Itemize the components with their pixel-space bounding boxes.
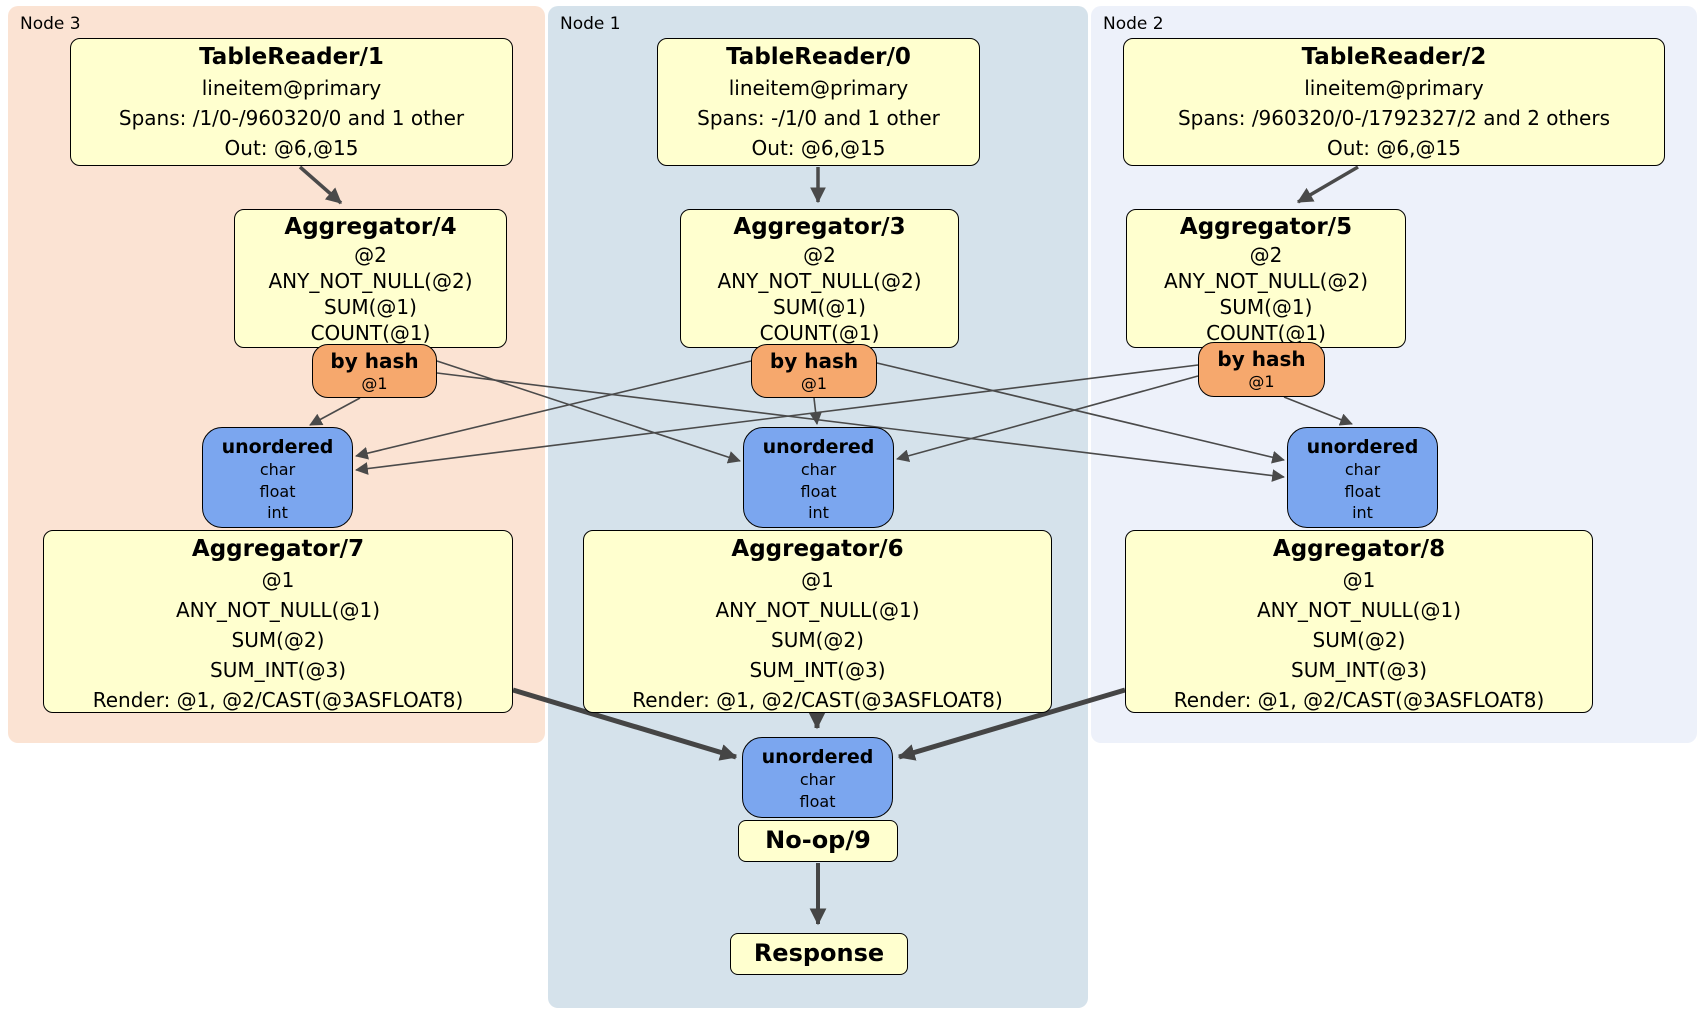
tablereader1-title: TableReader/1 [199, 44, 384, 70]
unordered-sync-node1-label: unordered [762, 436, 875, 458]
sync-stream-type: float [799, 791, 836, 811]
node3-label: Node 3 [20, 14, 81, 34]
aggregator3-fn1: ANY_NOT_NULL(@2) [717, 269, 922, 293]
aggregator8-box: Aggregator/8 @1 ANY_NOT_NULL(@1) SUM(@2)… [1125, 530, 1593, 713]
unordered-sync-node3-label: unordered [221, 436, 334, 458]
hash-router-node3: by hash @1 [312, 344, 437, 398]
sync-stream-type: float [1344, 481, 1381, 501]
aggregator7-fn3: SUM_INT(@3) [210, 658, 346, 682]
aggregator3-box: Aggregator/3 @2 ANY_NOT_NULL(@2) SUM(@1)… [680, 209, 959, 348]
hash-router-node3-label: by hash [330, 349, 419, 373]
noop9-box: No-op/9 [738, 820, 898, 862]
aggregator3-fn3: COUNT(@1) [759, 321, 880, 345]
tablereader1-box: TableReader/1 lineitem@primary Spans: /1… [70, 38, 513, 166]
unordered-sync-node1: unordered char float int [743, 427, 894, 528]
aggregator6-render: Render: @1, @2/CAST(@3ASFLOAT8) [632, 688, 1003, 712]
sync-stream-type: char [1344, 460, 1381, 479]
tablereader2-out: Out: @6,@15 [1327, 136, 1461, 160]
aggregator5-fn3: COUNT(@1) [1206, 321, 1326, 345]
tablereader1-index: lineitem@primary [201, 76, 382, 100]
aggregator7-fn2: SUM(@2) [231, 628, 325, 652]
aggregator7-box: Aggregator/7 @1 ANY_NOT_NULL(@1) SUM(@2)… [43, 530, 513, 713]
tablereader0-box: TableReader/0 lineitem@primary Spans: -/… [657, 38, 980, 166]
unordered-sync-node2: unordered char float int [1287, 427, 1438, 528]
tablereader2-index: lineitem@primary [1304, 76, 1484, 100]
tablereader2-title: TableReader/2 [1301, 44, 1487, 70]
aggregator4-box: Aggregator/4 @2 ANY_NOT_NULL(@2) SUM(@1)… [234, 209, 507, 348]
aggregator5-box: Aggregator/5 @2 ANY_NOT_NULL(@2) SUM(@1)… [1126, 209, 1406, 348]
sync-stream-type: int [267, 503, 288, 522]
aggregator3-fn2: SUM(@1) [773, 295, 866, 319]
sync-stream-type: float [259, 481, 296, 501]
unordered-sync-final: unordered char float [742, 737, 893, 818]
aggregator6-groupcols: @1 [801, 568, 834, 592]
aggregator3-groupcols: @2 [803, 243, 836, 267]
aggregator5-fn1: ANY_NOT_NULL(@2) [1164, 269, 1368, 293]
response-box: Response [730, 933, 908, 975]
aggregator6-fn1: ANY_NOT_NULL(@1) [715, 598, 920, 622]
unordered-sync-node2-label: unordered [1306, 436, 1419, 458]
unordered-sync-final-label: unordered [761, 746, 874, 768]
aggregator5-title: Aggregator/5 [1179, 214, 1353, 240]
sync-stream-type: float [800, 481, 837, 501]
aggregator7-fn1: ANY_NOT_NULL(@1) [176, 598, 380, 622]
hash-router-node2: by hash @1 [1198, 342, 1325, 397]
hash-router-node1-label: by hash [769, 349, 859, 373]
sync-stream-type: int [1352, 503, 1373, 522]
tablereader0-out: Out: @6,@15 [751, 136, 886, 160]
aggregator4-groupcols: @2 [354, 243, 387, 267]
tablereader1-out: Out: @6,@15 [224, 136, 359, 160]
aggregator5-fn2: SUM(@1) [1219, 295, 1313, 319]
tablereader1-spans: Spans: /1/0-/960320/0 and 1 other [118, 106, 465, 130]
aggregator8-fn1: ANY_NOT_NULL(@1) [1257, 598, 1461, 622]
tablereader0-index: lineitem@primary [728, 76, 909, 100]
aggregator7-render: Render: @1, @2/CAST(@3ASFLOAT8) [92, 688, 464, 712]
aggregator5-groupcols: @2 [1249, 243, 1283, 267]
aggregator4-fn3: COUNT(@1) [310, 321, 431, 345]
tablereader0-title: TableReader/0 [726, 44, 911, 70]
aggregator8-render: Render: @1, @2/CAST(@3ASFLOAT8) [1173, 688, 1545, 712]
aggregator4-fn2: SUM(@1) [324, 295, 417, 319]
aggregator6-title: Aggregator/6 [731, 536, 904, 562]
aggregator6-fn2: SUM(@2) [771, 628, 864, 652]
node1-label: Node 1 [560, 14, 621, 34]
sync-stream-type: char [799, 770, 836, 789]
sync-stream-type: char [800, 460, 837, 479]
tablereader2-spans: Spans: /960320/0-/1792327/2 and 2 others [1177, 106, 1610, 130]
aggregator8-title: Aggregator/8 [1272, 536, 1446, 562]
aggregator7-groupcols: @1 [261, 568, 295, 592]
tablereader2-box: TableReader/2 lineitem@primary Spans: /9… [1123, 38, 1665, 166]
aggregator4-fn1: ANY_NOT_NULL(@2) [268, 269, 473, 293]
sync-stream-type: int [808, 503, 829, 522]
hash-router-node2-label: by hash [1217, 347, 1306, 371]
sync-stream-type: char [259, 460, 296, 479]
hash-router-node1-columns: @1 [800, 374, 828, 393]
aggregator6-box: Aggregator/6 @1 ANY_NOT_NULL(@1) SUM(@2)… [583, 530, 1052, 713]
aggregator8-fn2: SUM(@2) [1312, 628, 1406, 652]
unordered-sync-node3: unordered char float int [202, 427, 353, 528]
tablereader0-spans: Spans: -/1/0 and 1 other [697, 106, 940, 130]
aggregator6-fn3: SUM_INT(@3) [749, 658, 886, 682]
node2-label: Node 2 [1103, 14, 1164, 34]
aggregator4-title: Aggregator/4 [284, 214, 457, 240]
hash-router-node1: by hash @1 [751, 344, 877, 398]
aggregator3-title: Aggregator/3 [733, 214, 906, 240]
hash-router-node2-columns: @1 [1248, 372, 1275, 391]
aggregator8-groupcols: @1 [1342, 568, 1376, 592]
hash-router-node3-columns: @1 [361, 374, 388, 393]
aggregator8-fn3: SUM_INT(@3) [1291, 658, 1427, 682]
aggregator7-title: Aggregator/7 [191, 536, 365, 562]
